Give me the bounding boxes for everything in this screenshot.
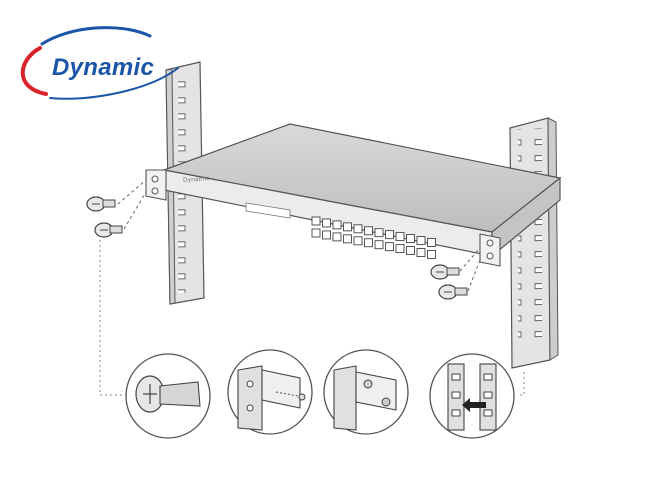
network-switch <box>145 123 562 267</box>
ethernet-port <box>427 249 436 259</box>
port-array <box>311 216 436 259</box>
screw-right-upper <box>430 264 460 280</box>
leader-line-right <box>520 372 525 396</box>
right-rack-rail <box>509 117 559 369</box>
detail-screw-closeup <box>125 353 211 439</box>
ethernet-port <box>364 238 373 248</box>
ethernet-port <box>311 216 321 226</box>
ethernet-port <box>343 222 352 232</box>
ethernet-port <box>374 240 384 250</box>
detail-bracket-screw-view <box>227 349 313 435</box>
insert-arrow-icon <box>462 398 486 412</box>
screw-guide-line <box>123 191 147 230</box>
ethernet-port <box>416 236 426 245</box>
ethernet-port <box>416 248 426 257</box>
ethernet-port <box>395 232 405 242</box>
screw-guide-line <box>467 259 481 292</box>
logo-swoosh <box>20 26 179 100</box>
ethernet-port <box>395 244 405 254</box>
ethernet-port <box>332 220 342 230</box>
screw-guide-line <box>459 247 481 272</box>
detail-rack-insert-view <box>429 353 515 439</box>
ethernet-port <box>343 234 352 244</box>
logo-text: Dynamic <box>52 54 155 81</box>
ethernet-port <box>364 226 373 236</box>
ethernet-port <box>385 242 394 252</box>
ethernet-port <box>374 228 384 238</box>
leader-line-left <box>99 240 128 396</box>
ethernet-port <box>427 237 436 247</box>
ethernet-port <box>322 218 331 228</box>
screw-right-lower <box>438 284 468 300</box>
right-mounting-bracket <box>479 233 501 267</box>
left-mounting-bracket <box>145 169 167 201</box>
screw-top-left <box>86 196 116 212</box>
ethernet-port <box>353 224 363 234</box>
detail-bracket-mounted-view <box>323 349 409 435</box>
screw-guide-line <box>117 179 147 205</box>
ethernet-port <box>311 228 321 238</box>
ethernet-port <box>353 236 363 246</box>
ethernet-port <box>406 246 415 256</box>
ethernet-port <box>406 234 415 244</box>
status-leds <box>245 202 291 219</box>
ethernet-port <box>385 230 394 240</box>
screw-mid-left <box>94 222 123 238</box>
ethernet-port <box>332 232 342 242</box>
ethernet-port <box>322 230 331 240</box>
